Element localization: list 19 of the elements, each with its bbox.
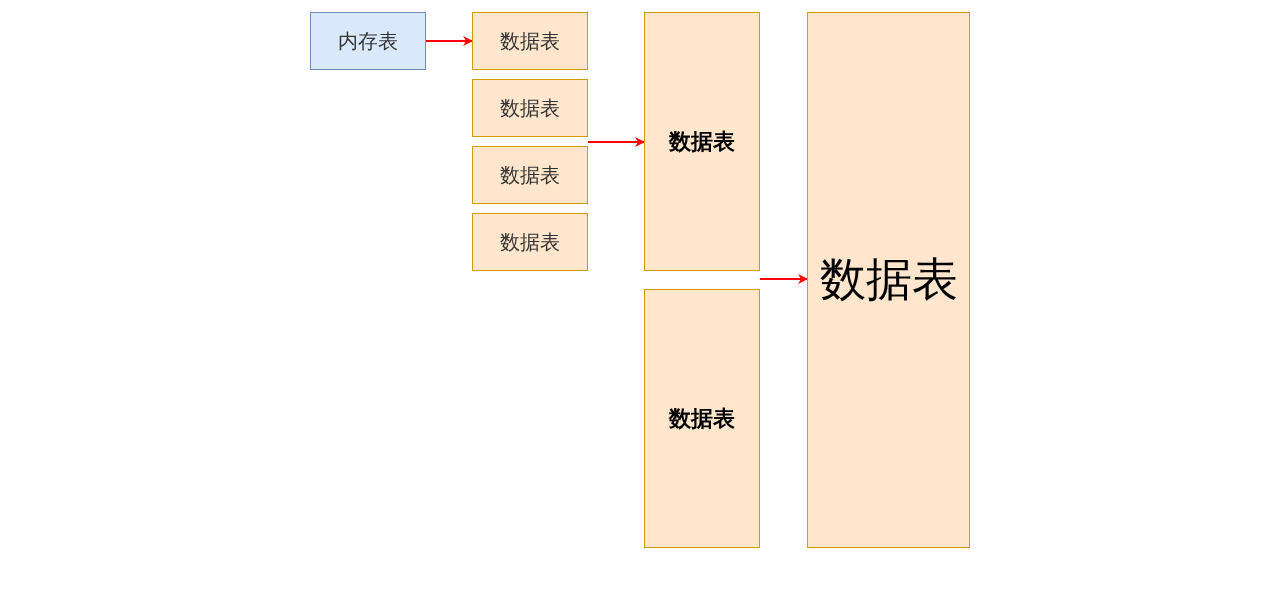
table-label: 数据表	[669, 127, 735, 156]
table-label: 数据表	[500, 27, 560, 55]
table-label: 数据表	[500, 94, 560, 122]
table-box	[644, 289, 760, 548]
table-label: 数据表	[819, 251, 958, 308]
table-box	[472, 213, 588, 271]
arrow	[759, 274, 808, 284]
table-box	[472, 12, 588, 70]
arrow	[587, 137, 645, 147]
table-label: 数据表	[500, 161, 560, 189]
table-box	[807, 12, 970, 548]
table-label: 数据表	[500, 228, 560, 256]
table-box	[472, 79, 588, 137]
table-box	[310, 12, 426, 70]
arrow	[425, 36, 473, 46]
table-label: 内存表	[338, 27, 398, 55]
table-label: 数据表	[669, 404, 735, 433]
table-box	[644, 12, 760, 271]
table-box	[472, 146, 588, 204]
